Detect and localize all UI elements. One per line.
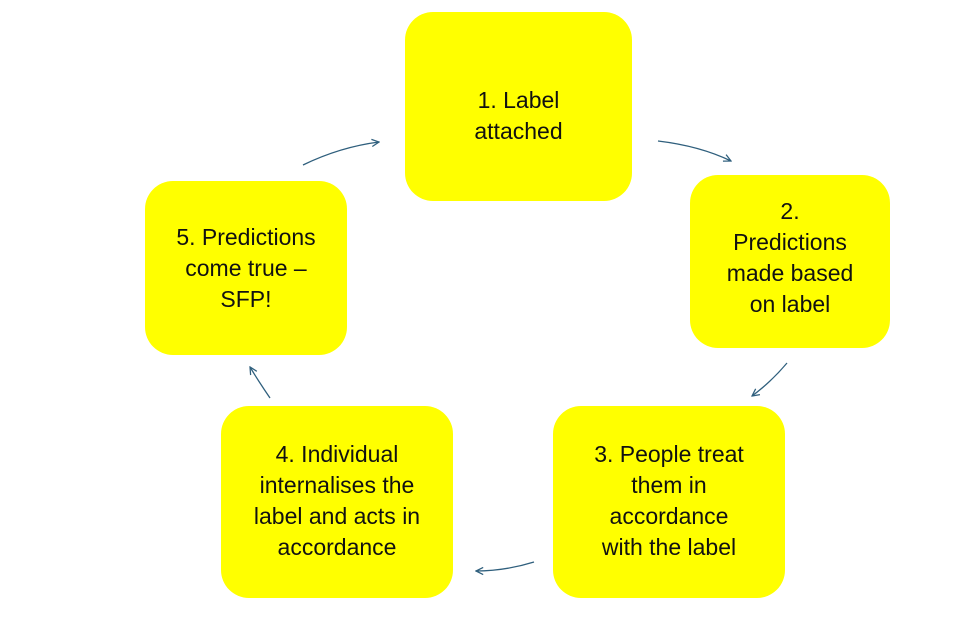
node-label: 5. Predictions come true – SFP! — [176, 224, 316, 312]
node-predictions-come-true: 5. Predictions come true – SFP! — [145, 181, 347, 355]
node-predictions-made: 2. Predictions made based on label — [690, 175, 890, 348]
node-label-attached: 1. Label attached — [405, 12, 632, 201]
node-people-treat: 3. People treat them in accordance with … — [553, 406, 785, 598]
arrow-1-to-2 — [657, 140, 731, 161]
arrow-3-to-4 — [476, 561, 535, 571]
arrow-4-to-5 — [250, 367, 271, 399]
arrow-5-to-1 — [302, 142, 379, 166]
node-label: 2. Predictions made based on label — [726, 198, 854, 317]
node-label: 1. Label attached — [474, 87, 563, 144]
node-individual-internalises: 4. Individual internalises the label and… — [221, 406, 453, 598]
node-label: 4. Individual internalises the label and… — [253, 441, 421, 560]
node-label: 3. People treat them in accordance with … — [594, 441, 744, 560]
arrow-2-to-3 — [752, 362, 788, 396]
